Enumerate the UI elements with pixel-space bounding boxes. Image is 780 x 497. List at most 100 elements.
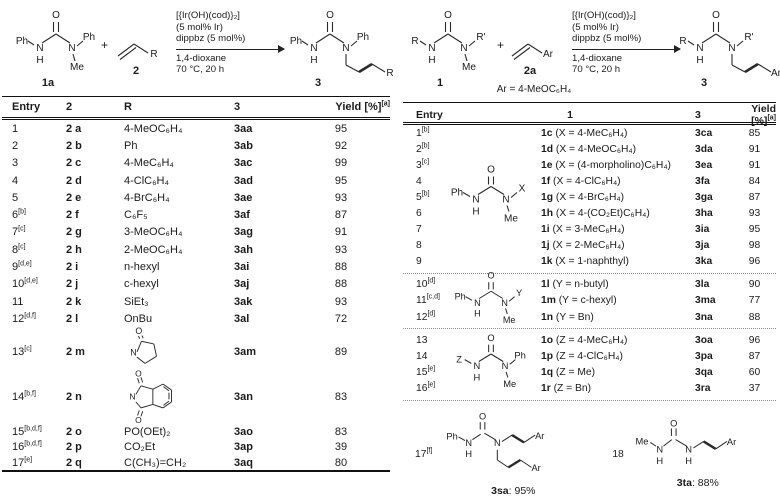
ar-group: Ar bbox=[532, 463, 541, 473]
svg-text:H: H bbox=[685, 455, 692, 465]
compound-cell: 2 f bbox=[66, 209, 79, 222]
entry-cell: 15[e] bbox=[416, 365, 436, 378]
product-cell: 3da bbox=[695, 143, 713, 155]
svg-text:O: O bbox=[135, 368, 142, 378]
o-atom: O bbox=[326, 10, 334, 21]
svg-text:O: O bbox=[487, 333, 494, 343]
phthalimide-structure: N O O bbox=[129, 368, 172, 425]
ph-group: Ph bbox=[447, 431, 458, 441]
svg-text:N: N bbox=[474, 298, 481, 308]
svg-text:N: N bbox=[501, 298, 508, 308]
right-scheme-product: O N H R N R' Ar 3 bbox=[670, 6, 780, 95]
r-cell: 2-MeOC₆H₄ bbox=[124, 243, 183, 256]
compound-cell: 1g (X = 4-BrC₆H₄) bbox=[541, 191, 625, 203]
compound-cell: 2 a bbox=[66, 122, 82, 135]
r-group: R bbox=[150, 49, 157, 60]
yield-cell: 96 bbox=[748, 334, 761, 346]
svg-text:H: H bbox=[474, 309, 481, 319]
group-divider bbox=[403, 399, 776, 401]
yield-cell: 92 bbox=[334, 139, 348, 152]
yield-cell: 88 bbox=[334, 261, 348, 274]
urea-1a-structure: O N H Ph N Ph Me 1a bbox=[16, 10, 95, 89]
h-atom: H bbox=[36, 55, 43, 66]
compound-cell: 2 p bbox=[66, 441, 82, 454]
yield-cell: 99 bbox=[334, 157, 348, 170]
ph-group: Ph bbox=[455, 291, 466, 301]
ph-group: Ph bbox=[290, 36, 302, 47]
product-3sa-structure: Ph N H O N Ar Ar bbox=[447, 411, 545, 473]
product-3ta-structure: Me N H O N H Ar bbox=[635, 418, 736, 465]
svg-text:Me: Me bbox=[462, 62, 476, 73]
o-atom: O bbox=[52, 10, 60, 21]
footnote-marker: [a] bbox=[767, 114, 776, 122]
n-atom: N bbox=[310, 43, 317, 54]
svg-text:N: N bbox=[474, 361, 481, 371]
group-a: O N H Ph N X Me 1[b]1c (X = 4-MeC₆H₄)3ca… bbox=[403, 125, 776, 270]
loading-line: (5 mol% Ir) bbox=[572, 21, 619, 33]
entry-cell: 13 bbox=[416, 334, 428, 346]
bottom-entries: 17[f] Ph N H O N Ar bbox=[403, 404, 776, 497]
r-cell: OnBu bbox=[124, 312, 153, 325]
r-cell: 4-MeOC₆H₄ bbox=[124, 122, 183, 135]
product-cell: 3ea bbox=[695, 159, 713, 171]
entry-cell: 5[b] bbox=[416, 190, 430, 203]
compound-label-1a: 1a bbox=[42, 77, 55, 89]
entry-cell: 11[c,d] bbox=[416, 294, 440, 307]
entry-cell: 10[d,e] bbox=[12, 277, 38, 291]
product-cell: 3ja bbox=[695, 240, 710, 252]
n-atom: N bbox=[342, 43, 349, 54]
svg-text:Me: Me bbox=[504, 214, 518, 225]
compound-cell: 1i (X = 3-MeC₆H₄) bbox=[541, 224, 625, 236]
left-table-header: Entry 2 R 3 Yield [%][a] bbox=[2, 96, 390, 120]
r-cell: 4-ClC₆H₄ bbox=[124, 174, 169, 187]
svg-text:N: N bbox=[685, 444, 692, 454]
product-cell: 3ai bbox=[234, 261, 250, 274]
yield-cell: 80 bbox=[334, 456, 348, 469]
product-3ta-block: Me N H O N H Ar 3ta: 88% bbox=[630, 418, 766, 488]
product-cell: 3aa bbox=[234, 122, 253, 135]
svg-text:N: N bbox=[728, 43, 735, 54]
r-cell: c-hexyl bbox=[124, 278, 159, 291]
ar-group: Ar bbox=[771, 68, 780, 79]
product-3sa-block: Ph N H O N Ar Ar bbox=[440, 411, 586, 497]
ph-group: Ph bbox=[451, 188, 463, 199]
product-cell: 3af bbox=[234, 209, 250, 222]
compound-cell: 1n (Y = Bn) bbox=[541, 311, 594, 323]
col-header-yield: Yield [%][a] bbox=[735, 103, 776, 127]
yield-cell: 72 bbox=[334, 312, 348, 325]
ph-group: Ph bbox=[357, 32, 369, 43]
r-cell: PO(OEt)₂ bbox=[124, 426, 171, 439]
temp-time-line: 70 °C, 20 h bbox=[572, 64, 621, 76]
compound-cell: 1h (X = 4-(CO₂Et)C₆H₄) bbox=[541, 208, 650, 220]
svg-text:N: N bbox=[428, 43, 435, 54]
entry-cell: 18 bbox=[612, 448, 624, 460]
entry-cell: 3[c] bbox=[416, 158, 430, 171]
product-cell: 3ak bbox=[234, 295, 253, 308]
ph-group: Ph bbox=[514, 351, 525, 361]
entry-cell: 4 bbox=[416, 175, 422, 187]
compound-cell: 2 h bbox=[66, 243, 82, 256]
svg-text:N: N bbox=[494, 438, 501, 448]
yield-cell: 77 bbox=[748, 295, 761, 307]
r-group: R bbox=[386, 68, 393, 79]
compound-cell: 1q (Z = Me) bbox=[541, 366, 596, 378]
group-divider bbox=[403, 272, 776, 274]
r-cell: n-hexyl bbox=[124, 261, 160, 274]
svg-text:Me: Me bbox=[503, 315, 516, 325]
table-row: 13[c] 2 m N O 3am 89 bbox=[2, 326, 390, 368]
col-header-3: 3 bbox=[695, 109, 701, 121]
entry-cell: 17[e] bbox=[12, 455, 33, 469]
svg-text:N: N bbox=[696, 43, 703, 54]
ph-group: Ph bbox=[83, 32, 95, 43]
r-cell: 4-MeC₆H₄ bbox=[124, 157, 174, 170]
